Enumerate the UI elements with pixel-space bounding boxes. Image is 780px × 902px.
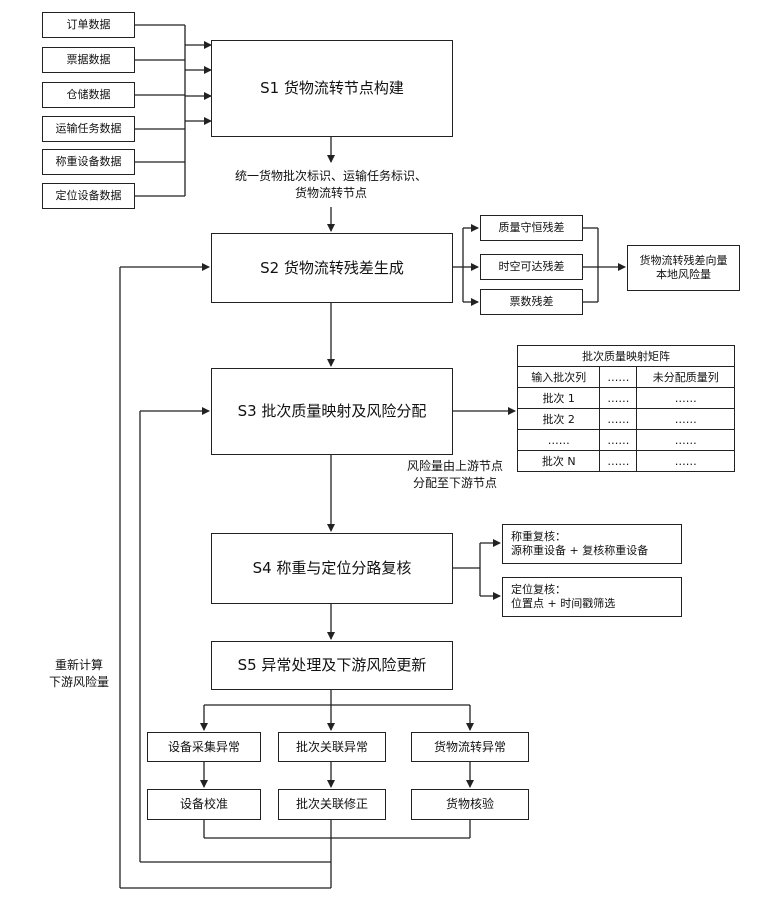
input-order-data: 订单数据	[42, 12, 135, 38]
input-label: 运输任务数据	[56, 122, 122, 136]
step-s3: S3 批次质量映射及风险分配	[211, 368, 453, 455]
matrix-cell: ……	[637, 430, 735, 451]
input-positioning-device-data: 定位设备数据	[42, 183, 135, 209]
matrix-title: 批次质量映射矩阵	[518, 346, 735, 367]
step-s1: S1 货物流转节点构建	[211, 40, 453, 137]
matrix-header-cell: ……	[600, 367, 637, 388]
residual-spatiotemporal: 时空可达残差	[480, 254, 583, 280]
matrix-cell: 批次 1	[518, 388, 600, 409]
s1-note-line1: 统一货物批次标识、运输任务标识、	[205, 168, 457, 185]
feedback-line1: 重新计算	[40, 657, 118, 674]
residual-output-line2: 本地风险量	[656, 268, 711, 282]
s1-note-line2: 货物流转节点	[205, 185, 457, 202]
positioning-check-box: 定位复核： 位置点 + 时间戳筛选	[502, 577, 682, 617]
batch-mapping-matrix: 批次质量映射矩阵 输入批次列 …… 未分配质量列 批次 1 …… …… 批次 2…	[517, 345, 735, 472]
handling-label: 货物核验	[446, 797, 494, 812]
matrix-cell: 批次 N	[518, 451, 600, 472]
handling-label: 批次关联修正	[296, 797, 368, 812]
handling-cargo-verification: 货物核验	[411, 789, 529, 820]
matrix-cell: ……	[600, 430, 637, 451]
s1-output-note: 统一货物批次标识、运输任务标识、 货物流转节点	[205, 168, 457, 203]
matrix-row: 批次 2 …… ……	[518, 409, 735, 430]
step-s5: S5 异常处理及下游风险更新	[211, 641, 453, 690]
matrix-row: 批次 1 …… ……	[518, 388, 735, 409]
anomaly-label: 货物流转异常	[434, 740, 506, 755]
weighing-check-desc: 源称重设备 + 复核称重设备	[511, 544, 648, 558]
weighing-check-title: 称重复核：	[511, 530, 566, 544]
feedback-line2: 下游风险量	[40, 674, 118, 691]
matrix-cell: 批次 2	[518, 409, 600, 430]
residual-label: 时空可达残差	[499, 260, 565, 274]
handling-batch-correction: 批次关联修正	[278, 789, 386, 820]
matrix-header-cell: 未分配质量列	[637, 367, 735, 388]
matrix-cell: ……	[637, 388, 735, 409]
input-label: 称重设备数据	[56, 155, 122, 169]
residual-label: 票数残差	[510, 295, 554, 309]
matrix-row: 批次 N …… ……	[518, 451, 735, 472]
input-label: 订单数据	[67, 18, 111, 32]
s3-note-line1: 风险量由上游节点	[395, 458, 515, 475]
anomaly-label: 设备采集异常	[168, 740, 240, 755]
anomaly-device-collection: 设备采集异常	[147, 732, 261, 762]
s3-note-line2: 分配至下游节点	[395, 475, 515, 492]
matrix-row: …… …… ……	[518, 430, 735, 451]
input-warehouse-data: 仓储数据	[42, 82, 135, 108]
step-s4: S4 称重与定位分路复核	[211, 533, 453, 604]
anomaly-cargo-flow: 货物流转异常	[411, 732, 529, 762]
handling-label: 设备校准	[180, 797, 228, 812]
residual-mass-conservation: 质量守恒残差	[480, 215, 583, 241]
input-invoice-data: 票据数据	[42, 47, 135, 73]
input-label: 定位设备数据	[56, 189, 122, 203]
input-transport-task-data: 运输任务数据	[42, 116, 135, 142]
anomaly-batch-association: 批次关联异常	[278, 732, 386, 762]
handling-device-calibration: 设备校准	[147, 789, 261, 820]
matrix-cell: ……	[600, 409, 637, 430]
weighing-check-box: 称重复核： 源称重设备 + 复核称重设备	[502, 524, 682, 564]
input-label: 仓储数据	[67, 88, 111, 102]
s3-risk-note: 风险量由上游节点 分配至下游节点	[395, 458, 515, 493]
residual-label: 质量守恒残差	[499, 221, 565, 235]
input-weighing-device-data: 称重设备数据	[42, 149, 135, 175]
step-s5-label: S5 异常处理及下游风险更新	[238, 656, 427, 675]
matrix-cell: ……	[518, 430, 600, 451]
matrix-cell: ……	[600, 388, 637, 409]
step-s2: S2 货物流转残差生成	[211, 233, 453, 303]
step-s1-label: S1 货物流转节点构建	[260, 79, 404, 98]
positioning-check-title: 定位复核：	[511, 583, 566, 597]
step-s4-label: S4 称重与定位分路复核	[253, 559, 412, 578]
matrix-cell: ……	[637, 409, 735, 430]
input-label: 票据数据	[67, 53, 111, 67]
residual-vector-output: 货物流转残差向量 本地风险量	[627, 245, 740, 291]
matrix-cell: ……	[600, 451, 637, 472]
step-s2-label: S2 货物流转残差生成	[260, 259, 404, 278]
matrix-header-cell: 输入批次列	[518, 367, 600, 388]
positioning-check-desc: 位置点 + 时间戳筛选	[511, 597, 615, 611]
residual-output-line1: 货物流转残差向量	[640, 254, 728, 268]
step-s3-label: S3 批次质量映射及风险分配	[238, 402, 427, 421]
matrix-cell: ……	[637, 451, 735, 472]
anomaly-label: 批次关联异常	[296, 740, 368, 755]
feedback-note: 重新计算 下游风险量	[40, 657, 118, 692]
residual-ticket-count: 票数残差	[480, 289, 583, 315]
